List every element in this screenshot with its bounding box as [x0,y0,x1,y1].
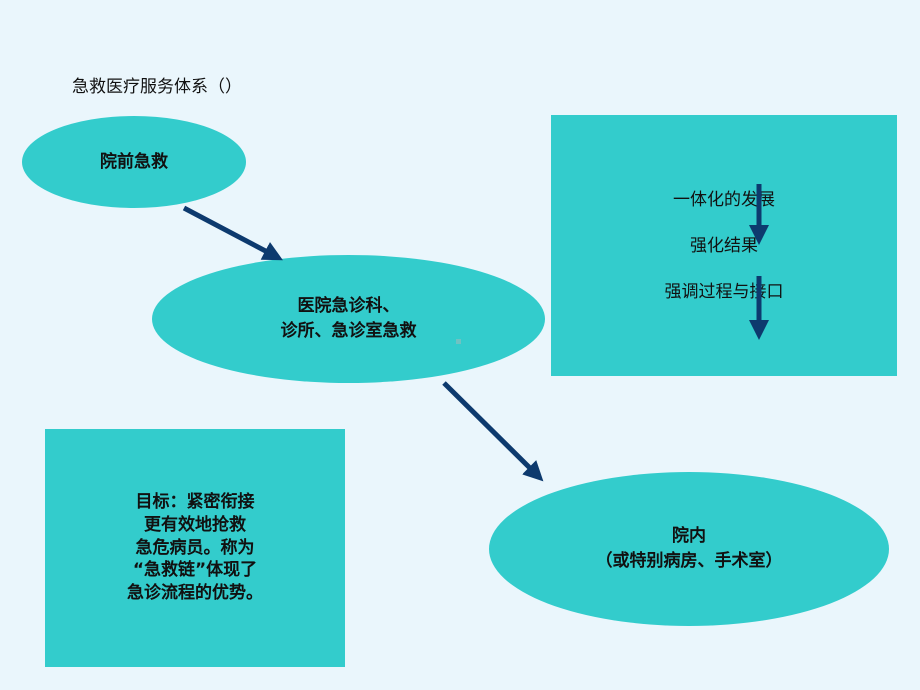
node-er-line-2: 诊所、急诊室急救 [280,321,417,341]
development-item-integration: 一体化的发展 [673,190,775,210]
goal-line-4: “急救链”体现了 [132,560,258,581]
arrow-prehospital-to-er [182,205,283,261]
node-inhospital-line-1: 院内 [672,526,706,547]
goal-box: 目标：紧密衔接 更有效地抢救 急危病员。称为 “急救链”体现了 急诊流程的优势。 [45,429,345,667]
node-inhospital-line-2: （或特别病房、手术室） [595,551,783,571]
slide-title: 急救医疗服务体系（） [72,77,242,97]
goal-line-5: 急诊流程的优势。 [127,583,263,604]
node-prehospital-care: 院前急救 [22,116,246,208]
node-in-hospital: 院内 （或特别病房、手术室） [489,472,889,626]
goal-line-3: 急危病员。称为 [135,537,255,558]
node-prehospital-label: 院前急救 [100,151,168,172]
arrow-er-to-inhospital [442,381,544,482]
development-item-process: 强调过程与接口 [664,282,784,302]
goal-line-2: 更有效地抢救 [144,514,246,535]
development-item-results: 强化结果 [690,236,758,256]
goal-line-1: 目标：紧密衔接 [135,491,255,512]
node-er-line-1: 医院急诊科、 [297,296,400,317]
decorative-dot [456,339,461,344]
development-box: 一体化的发展 强化结果 强调过程与接口 [551,115,897,376]
node-emergency-department: 医院急诊科、 诊所、急诊室急救 [152,255,545,383]
